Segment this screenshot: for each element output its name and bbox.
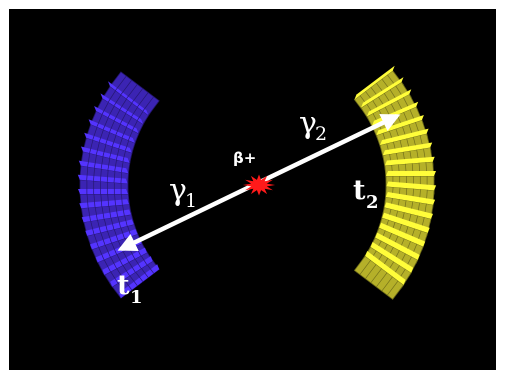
detector-block-bevel [110, 256, 153, 287]
detector-block-bevel [386, 171, 436, 176]
t1-label: t [117, 270, 130, 301]
beta-plus-label: β+ [233, 149, 256, 167]
t2-subscript: 2 [366, 192, 379, 213]
detector-crystal-line [131, 88, 144, 104]
detector-block-bevel [365, 251, 406, 285]
right-detector-arc [353, 65, 437, 300]
detector-block-bevel [81, 146, 130, 163]
detector-crystal-line [137, 92, 149, 108]
detector-block-bevel [108, 81, 149, 116]
t1-subscript: 1 [130, 287, 143, 308]
detector-crystal-line [365, 264, 377, 279]
detector-crystal-line [359, 259, 371, 275]
detector-block-bevel [102, 247, 147, 275]
detector-block-bevel [77, 174, 128, 184]
detector-crystal-line [126, 84, 138, 99]
detector-block-bevel [118, 264, 160, 299]
detector-crystal-line [387, 280, 399, 296]
detector-block-bevel [78, 189, 128, 194]
detector-block-bevel [354, 65, 395, 100]
detector-block-bevel [78, 160, 129, 174]
gamma2-subscript: 2 [315, 123, 327, 145]
pet-diagram-canvas: β+ γ 1 γ 2 t 1 t 2 [9, 9, 496, 370]
detector-crystal-line [115, 75, 127, 91]
gamma1-label: γ [169, 173, 187, 208]
detector-block-bevel [79, 199, 130, 209]
gamma2-label: γ [299, 106, 317, 141]
detector-crystal-line [142, 96, 154, 112]
detector-crystal-line [370, 268, 382, 284]
left-detector-arc [77, 71, 160, 299]
gamma1-subscript: 1 [185, 190, 197, 212]
detector-block-bevel [366, 89, 412, 117]
t2-label: t [353, 175, 366, 206]
detector-block-bevel [361, 77, 404, 108]
detector-crystal-line [376, 272, 388, 288]
detector-crystal-line [381, 276, 393, 292]
positron-source-burst [242, 174, 276, 196]
pet-diagram: β+ γ 1 γ 2 t 1 t 2 [77, 65, 437, 308]
detector-crystal-line [120, 79, 133, 95]
